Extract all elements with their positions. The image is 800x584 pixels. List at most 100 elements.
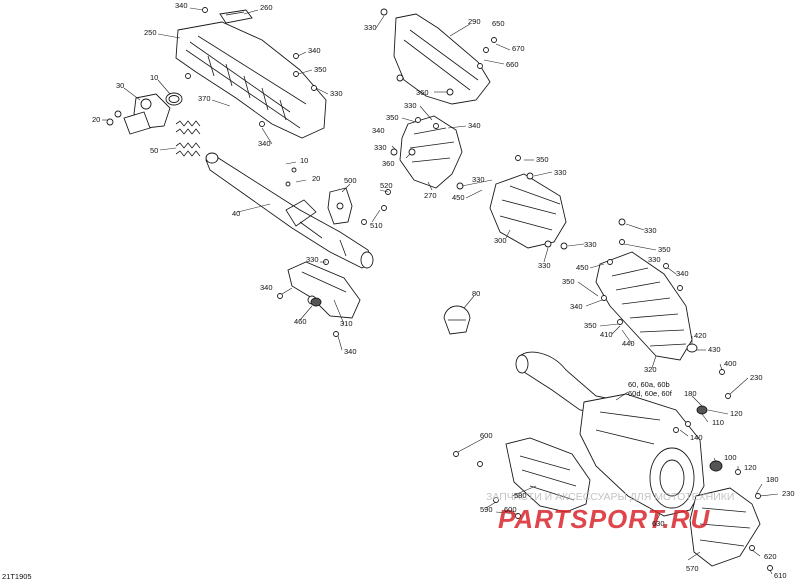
callout-10: 10 (150, 73, 158, 82)
callout-340: 340 (676, 269, 689, 278)
callout-340: 340 (344, 347, 357, 356)
callout-400: 400 (724, 359, 737, 368)
callout-510: 510 (370, 221, 383, 230)
part-110-rubber-mount (696, 405, 708, 415)
part-290-heat-shield (393, 13, 491, 105)
callout-180: 180 (684, 389, 697, 398)
callout-50: 50 (150, 146, 158, 155)
part-460-grommet (310, 297, 322, 307)
callout-450: 450 (576, 263, 589, 272)
callout-340: 340 (570, 302, 583, 311)
part-310-bracket (287, 261, 361, 319)
callout-330: 330 (538, 261, 551, 270)
callout-590: 590 (480, 505, 493, 514)
callout-330: 330 (648, 255, 661, 264)
part-500-bracket (327, 187, 353, 225)
callout-140: 140 (690, 433, 703, 442)
callout-420: 420 (694, 331, 707, 340)
callout-600: 600 (480, 431, 493, 440)
callout-260: 260 (260, 3, 273, 12)
callout-340: 340 (175, 1, 188, 10)
part-260-heat-shield-plate (219, 9, 253, 24)
callout-230: 230 (750, 373, 763, 382)
watermark-tagline: ЗАПЧАСТИ И АКСЕССУАРЫ ДЛЯ МОТОТЕХНИКИ (486, 491, 734, 503)
callout-340: 340 (260, 283, 273, 292)
diagram-id: 21T1905 (2, 572, 32, 581)
part-250-upper-heat-shield (175, 21, 327, 139)
callout-270: 270 (424, 191, 437, 200)
callout-360: 360 (382, 159, 395, 168)
callout-350: 350 (536, 155, 549, 164)
part-20-nuts (106, 110, 122, 126)
fastener-bolts (185, 7, 773, 571)
callout-350: 350 (658, 245, 671, 254)
callout-600: 600 (504, 505, 517, 514)
callout-60-group-2: 60d, 60e, 60f (628, 389, 673, 398)
part-270-heat-shield (399, 115, 463, 189)
part-100-rubber-mount (709, 460, 723, 472)
part-80-clamp (443, 305, 471, 335)
callout-180: 180 (766, 475, 779, 484)
part-570-end-cap (689, 487, 761, 567)
callout-20: 20 (92, 115, 100, 124)
callout-80: 80 (472, 289, 480, 298)
callout-610: 610 (774, 571, 787, 580)
callout-20: 20 (312, 174, 320, 183)
callout-330: 330 (554, 168, 567, 177)
callout-340: 340 (372, 126, 385, 135)
callout-340: 340 (308, 46, 321, 55)
part-420-bushing (686, 343, 698, 353)
callout-350: 350 (562, 277, 575, 286)
leader-lines (102, 7, 779, 575)
callout-430: 430 (708, 345, 721, 354)
part-580-muffler-cover (505, 437, 591, 513)
callout-440: 440 (622, 339, 635, 348)
callout-330: 330 (404, 101, 417, 110)
callout-10: 10 (300, 156, 308, 165)
callout-300: 300 (494, 236, 507, 245)
callout-330: 330 (306, 255, 319, 264)
callout-570: 570 (686, 564, 699, 573)
part-10-gasket-ring (165, 92, 183, 106)
part-30-exhaust-elbow (123, 93, 171, 135)
callout-330: 330 (584, 240, 597, 249)
callout-330: 330 (330, 89, 343, 98)
callout-630: 630 (652, 519, 665, 528)
callout-310: 310 (340, 319, 353, 328)
callout-350: 350 (584, 321, 597, 330)
callout-340: 340 (468, 121, 481, 130)
callout-660: 660 (506, 60, 519, 69)
callout-360: 360 (416, 88, 429, 97)
callout-labels: 340 260 250 340 350 330 30 10 370 20 50 … (92, 1, 795, 580)
callout-120: 120 (730, 409, 743, 418)
callout-40: 40 (232, 209, 240, 218)
callout-320: 320 (644, 365, 657, 374)
callout-30: 30 (116, 81, 124, 90)
callout-450: 450 (452, 193, 465, 202)
callout-290: 290 (468, 17, 481, 26)
part-60-muffler (515, 351, 705, 517)
callout-580: 580 (514, 491, 527, 500)
callout-350: 350 (314, 65, 327, 74)
callout-330: 330 (374, 143, 387, 152)
part-300-heat-shield (489, 173, 567, 249)
callout-500: 500 (344, 176, 357, 185)
watermark-brand: PARTSPORT.RU (498, 504, 711, 534)
part-50-springs (175, 120, 201, 157)
callout-370: 370 (198, 94, 211, 103)
callout-100: 100 (724, 453, 737, 462)
callout-410: 410 (600, 330, 613, 339)
callout-120: 120 (744, 463, 757, 472)
callout-460: 460 (294, 317, 307, 326)
callout-670: 670 (512, 44, 525, 53)
callout-350: 350 (386, 113, 399, 122)
callout-230: 230 (782, 489, 795, 498)
callout-330: 330 (364, 23, 377, 32)
watermark: ЗАПЧАСТИ И АКСЕССУАРЫ ДЛЯ МОТОТЕХНИКИ PA… (486, 491, 734, 534)
callout-340: 340 (258, 139, 271, 148)
callout-250: 250 (144, 28, 157, 37)
callout-60-group-1: 60, 60a, 60b (628, 380, 670, 389)
callout-650: 650 (492, 19, 505, 28)
callout-110: 110 (712, 418, 724, 427)
